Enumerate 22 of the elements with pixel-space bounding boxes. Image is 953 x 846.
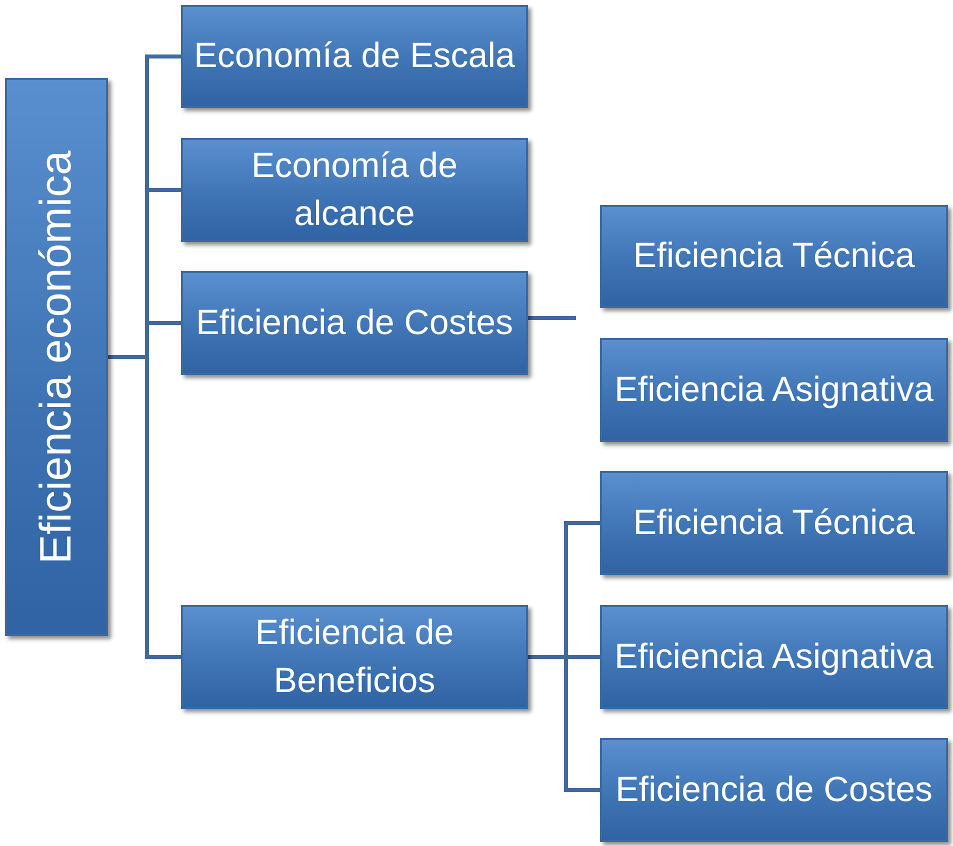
connector-line [108,355,181,659]
process-box [181,5,528,108]
connector-line [528,316,576,320]
process-box [181,271,528,375]
process-box [600,338,948,442]
box-label: Eficiencia Asignativa [613,636,935,678]
box-label: Eficiencia económica [30,150,82,564]
process-box [600,738,948,842]
box-label: Economía de alcance [250,144,459,235]
box-label: Eficiencia Asignativa [613,368,935,411]
process-box [181,605,528,709]
box-label: Eficiencia de Beneficios [254,612,455,702]
process-box [5,78,108,636]
box-label: Economía de Escala [192,35,516,78]
box-label: Eficiencia Técnica [632,502,916,544]
process-box [600,205,948,308]
process-box [600,471,948,575]
box-label: Eficiencia de Costes [194,302,514,344]
process-box [181,138,528,242]
box-label: Eficiencia de Costes [614,768,934,811]
process-box [600,605,948,709]
box-label: Eficiencia Técnica [632,235,916,278]
